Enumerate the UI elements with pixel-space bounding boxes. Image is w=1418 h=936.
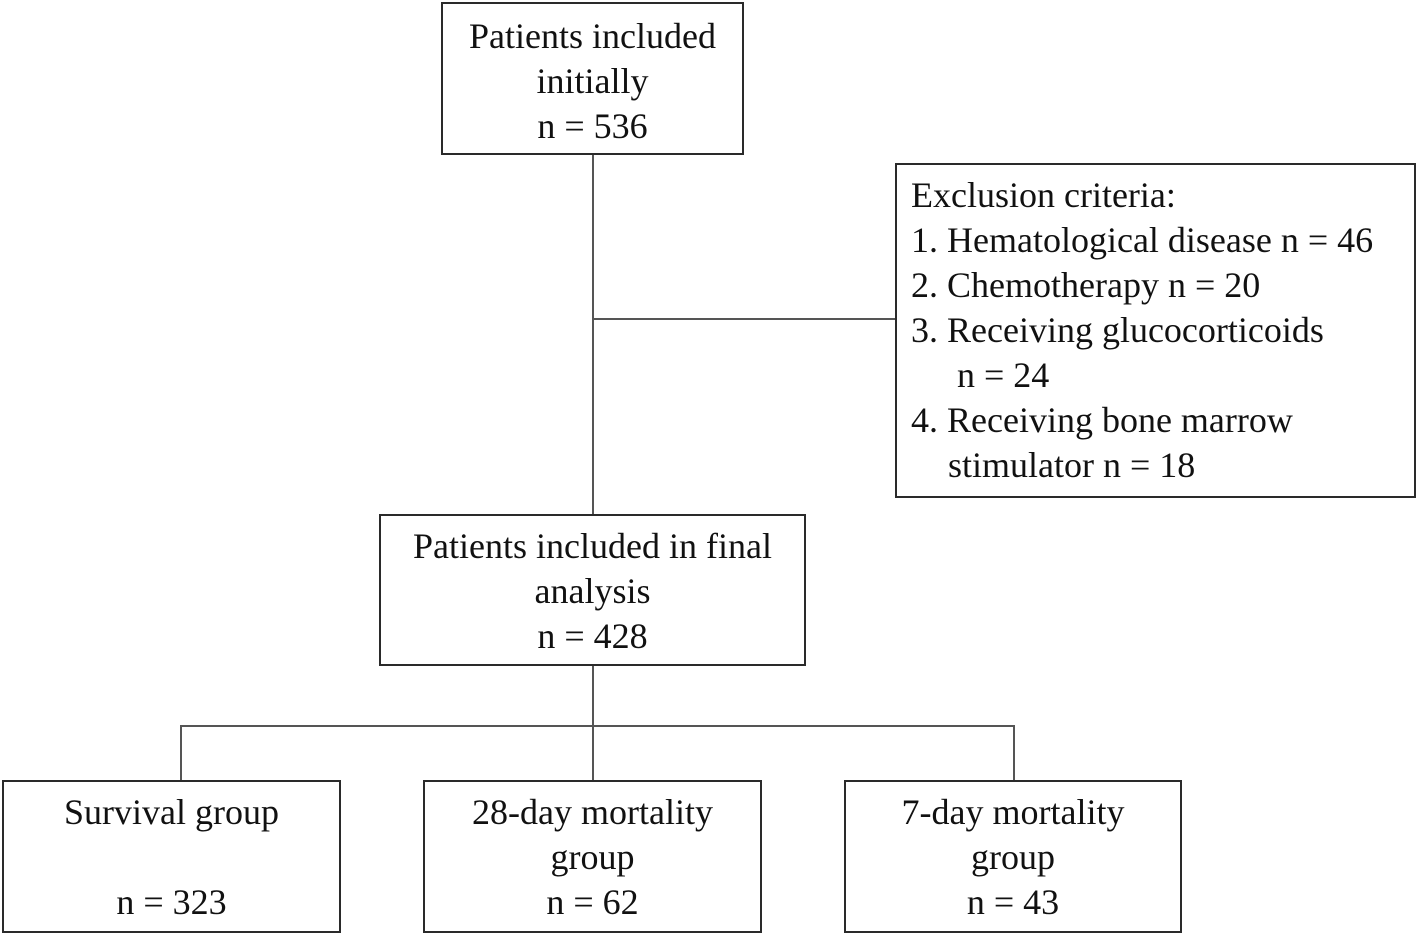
final-analysis-title-line1: Patients included in final xyxy=(413,526,772,566)
exclusion-criteria-box: Exclusion criteria: 1. Hematological dis… xyxy=(895,163,1416,498)
exclusion-item-bone-marrow-count: stimulator n = 18 xyxy=(948,445,1196,485)
survival-group-title: Survival group xyxy=(64,792,279,832)
exclusion-item-glucocorticoids-count: n = 24 xyxy=(957,355,1050,395)
exclusion-item-hematological: 1. Hematological disease n = 46 xyxy=(911,220,1374,260)
final-analysis-count: n = 428 xyxy=(537,616,648,656)
mortality-28-day-title-line1: 28-day mortality xyxy=(472,792,713,832)
mortality-28-day-title-line2: group xyxy=(550,837,635,877)
connector-to-mortality7 xyxy=(1013,725,1015,780)
initial-patients-count: n = 536 xyxy=(537,106,648,146)
mortality-28-day-count: n = 62 xyxy=(546,882,639,922)
mortality-7-day-count: n = 43 xyxy=(966,882,1060,922)
connector-to-exclusion xyxy=(592,318,896,320)
final-analysis-title-line2: analysis xyxy=(534,571,651,611)
exclusion-item-bone-marrow: 4. Receiving bone marrow xyxy=(911,400,1293,440)
initial-patients-title-line1: Patients included xyxy=(469,16,716,56)
survival-group-box: Survival group n = 323 xyxy=(2,780,341,933)
exclusion-item-glucocorticoids: 3. Receiving glucocorticoids xyxy=(911,310,1324,350)
mortality-7-day-title-line2: group xyxy=(971,837,1055,877)
initial-patients-title-line2: initially xyxy=(536,61,649,101)
connector-initial-to-final xyxy=(592,154,594,514)
mortality-7-day-title-line1: 7-day mortality xyxy=(901,792,1125,832)
connector-to-survival xyxy=(180,725,182,780)
mortality-28-day-box: 28-day mortality group n = 62 xyxy=(423,780,762,933)
mortality-7-day-box: 7-day mortality group n = 43 xyxy=(844,780,1182,933)
connector-final-down xyxy=(592,665,594,780)
exclusion-item-chemotherapy: 2. Chemotherapy n = 20 xyxy=(911,265,1261,305)
connector-group-bar xyxy=(180,725,1015,727)
exclusion-heading: Exclusion criteria: xyxy=(911,175,1176,215)
final-analysis-box: Patients included in final analysis n = … xyxy=(379,514,806,666)
initial-patients-box: Patients included initially n = 536 xyxy=(441,2,744,155)
survival-group-count: n = 323 xyxy=(116,882,227,922)
